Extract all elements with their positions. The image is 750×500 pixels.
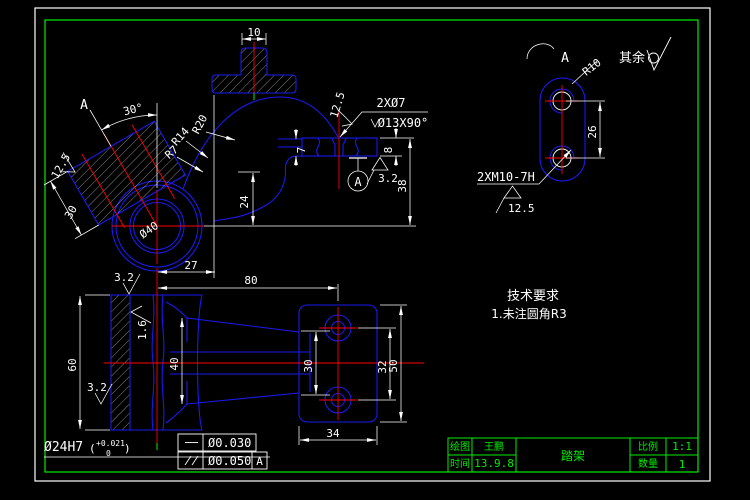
countersink-symbol (370, 118, 380, 128)
general-roughness: 其余 (619, 36, 672, 72)
r10-leader (571, 60, 598, 85)
dim-10-text: 10 (247, 26, 260, 39)
dim-34-text: 34 (326, 427, 340, 440)
title-block: 绘图 王鹏 时间 13.9.8 踏架 比例 1:1 数量 1 (447, 437, 699, 473)
drafter-name: 王鹏 (484, 440, 504, 453)
r14-leader (185, 140, 209, 159)
bottom-view: 80 60 40 30 32 50 34 3.2 1.6 3.2 Ø24H7 (… (44, 268, 424, 470)
dim-32-text: 32 (376, 360, 389, 373)
arm-plan-outline (170, 317, 310, 405)
sheet-borders (34, 7, 711, 482)
dim-50-text: 50 (387, 359, 400, 372)
bore-note-text: Ø24H7 (44, 440, 83, 455)
r7-leader (176, 156, 204, 173)
dim-30-text: 30 (62, 203, 80, 221)
roughness-check-top (122, 273, 141, 295)
qty-label: 数量 (638, 457, 658, 470)
title-block-texts: 绘图 王鹏 时间 13.9.8 踏架 比例 1:1 数量 1 (450, 440, 692, 471)
dim-30-text: 30 (302, 359, 315, 372)
dim-26-text: 26 (586, 125, 599, 138)
roughness-check-mid (130, 305, 152, 324)
column-section (110, 294, 131, 431)
date-value: 13.9.8 (474, 457, 514, 470)
part-name: 踏架 (561, 449, 585, 463)
tol-lower-text: 0 (106, 449, 111, 458)
angle-dim-text: 30° (122, 101, 144, 118)
roughness-circle-general (648, 52, 659, 64)
roughness-check-boss (62, 152, 76, 173)
scale-label: 比例 (638, 440, 658, 453)
csk-note-text: Ø13X90° (378, 116, 429, 130)
tol-upper-text: +0.021 (96, 439, 125, 448)
qty-value: 1 (679, 458, 686, 471)
tech-req-item: 1.未注圆角R3 (491, 306, 566, 321)
cast-junction-lines (316, 137, 359, 157)
roughness-check-left (94, 383, 113, 405)
countersunk-hole (331, 137, 347, 156)
view-a-dims (477, 43, 605, 214)
parallelism-symbol (184, 455, 199, 466)
dim-80-text: 80 (244, 274, 257, 287)
roughness-check-csk (338, 110, 353, 127)
roughness-symbol-arm (366, 156, 389, 185)
thread-arc-top (549, 88, 575, 114)
rough-left-text: 3.2 (87, 381, 107, 394)
tol-open: ( (89, 442, 96, 455)
centerline-green-ticks (156, 93, 255, 450)
angle-dim-arc (101, 113, 158, 131)
datum-a-text: A (354, 175, 362, 189)
front-centerlines (81, 42, 340, 264)
bottom-centerlines (104, 268, 424, 443)
thread-note-text: 2XM10-7H (477, 170, 535, 184)
arm-top-profile (182, 96, 339, 190)
draw-label: 绘图 (450, 440, 470, 453)
fcf-frames (177, 433, 268, 470)
boss-face-obround (539, 77, 586, 182)
rough-arm-text: 3.2 (378, 172, 398, 185)
dim-30-line (50, 180, 82, 236)
bottom-texts: 80 60 40 30 32 50 34 3.2 1.6 3.2 Ø24H7 (… (44, 271, 400, 468)
rough-mid-text: 1.6 (136, 320, 149, 340)
r20-leader (205, 131, 236, 141)
rough-thread-text: 12.5 (508, 202, 535, 215)
dim-27-text: 27 (184, 259, 197, 272)
rough-top-text: 3.2 (114, 271, 134, 284)
dim-38-text: 38 (396, 179, 409, 192)
tech-req-title: 技术要求 (507, 289, 559, 304)
bottom-dims (44, 273, 407, 458)
dim-24-text: 24 (238, 195, 251, 209)
roughness-symbol-thread (495, 185, 522, 214)
tol-close: ) (124, 442, 131, 455)
roughness-check-general (646, 36, 672, 72)
thread-arc-bottom (549, 145, 575, 171)
dim-7-text: 7 (295, 147, 308, 154)
front-dimensions (43, 33, 428, 278)
view-a-label: A (561, 51, 569, 66)
date-label: 时间 (450, 457, 470, 470)
arm-underside-profile (213, 155, 302, 222)
title-block-grid (447, 437, 699, 473)
qiyu-label: 其余 (619, 50, 645, 66)
fcf-parallelism-text: Ø0.050 (208, 454, 251, 468)
arm-plate-edges (278, 138, 302, 148)
view-direction-arc (526, 43, 555, 60)
dim-8-text: 8 (382, 147, 395, 154)
datum-a-circle (347, 170, 369, 192)
hole-note-text: 2XØ7 (377, 96, 406, 110)
scale-value: 1:1 (672, 440, 692, 453)
dim-60-text: 60 (66, 358, 79, 371)
fcf-straightness-text: Ø0.030 (208, 436, 251, 450)
fcf-datum-text: A (256, 455, 263, 468)
thread-leader (538, 149, 572, 185)
dim-40-text: 40 (168, 357, 181, 370)
section-label-a: A (80, 98, 88, 113)
technical-requirements: 技术要求 1.未注圆角R3 (491, 289, 566, 321)
csk-leader (339, 111, 428, 138)
